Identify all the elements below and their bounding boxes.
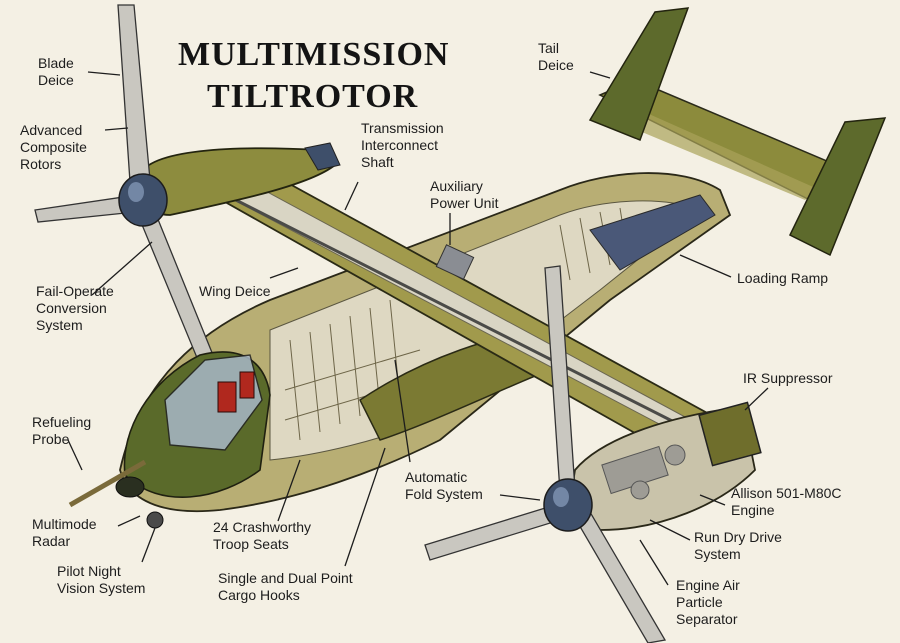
left-blade-up <box>117 4 151 183</box>
diagram-title-line1: MULTIMISSION <box>178 36 450 73</box>
label-transmission-interconnect-shaft: Transmission Interconnect Shaft <box>361 120 444 170</box>
label-auxiliary-power-unit: Auxiliary Power Unit <box>430 178 499 211</box>
ir-suppressor-box <box>698 401 762 467</box>
left-hub-highlight <box>128 182 144 202</box>
left-rotor-hub <box>118 173 168 227</box>
cockpit-canopy <box>164 354 263 451</box>
nose-radar <box>115 476 145 498</box>
engine-internals <box>601 444 686 500</box>
label-automatic-fold-system: Automatic Fold System <box>405 469 483 502</box>
label-engine-air-particle-separator: Engine Air Particle Separator <box>676 577 740 627</box>
label-refueling-probe: Refueling Probe <box>32 414 92 447</box>
apu-unit <box>435 244 475 280</box>
label-crashworthy-troop-seats: 24 Crashworthy Troop Seats <box>213 519 312 552</box>
label-engine: Allison 501-M80C Engine <box>731 485 842 518</box>
right-blade-left <box>424 504 561 561</box>
label-fail-operate-conversion-system: Fail-Operate Conversion System <box>36 283 114 333</box>
label-wing-deice: Wing Deice <box>199 283 271 299</box>
tail-fin-right <box>789 117 887 257</box>
right-blade-down <box>574 511 667 643</box>
cockpit-seat-red <box>217 381 237 413</box>
horizontal-stabilizer-shade <box>625 110 820 200</box>
label-cargo-hooks: Single and Dual Point Cargo Hooks <box>218 570 353 603</box>
night-vision-turret <box>146 511 164 529</box>
right-hub-highlight <box>553 487 569 507</box>
label-run-dry-drive-system: Run Dry Drive System <box>694 529 782 562</box>
left-nacelle-tip <box>304 142 341 171</box>
interconnect-shaft <box>219 190 691 432</box>
right-rotor-hub <box>543 478 593 532</box>
label-loading-ramp: Loading Ramp <box>737 270 829 286</box>
label-blade-deice: Blade Deice <box>38 55 74 88</box>
refueling-probe-line <box>68 459 147 508</box>
label-advanced-composite-rotors: Advanced Composite Rotors <box>20 122 87 172</box>
label-multimode-radar: Multimode Radar <box>32 516 97 549</box>
leader-lines <box>67 71 769 586</box>
cockpit-seat-red-2 <box>239 371 255 399</box>
label-tail-deice: Tail Deice <box>538 40 574 73</box>
loading-ramp <box>589 194 716 271</box>
label-pilot-night-vision-system: Pilot Night Vision System <box>57 563 146 596</box>
label-ir-suppressor: IR Suppressor <box>743 370 833 386</box>
tail-fin-left <box>588 7 690 141</box>
diagram-title-line2: TILTROTOR <box>207 78 419 115</box>
